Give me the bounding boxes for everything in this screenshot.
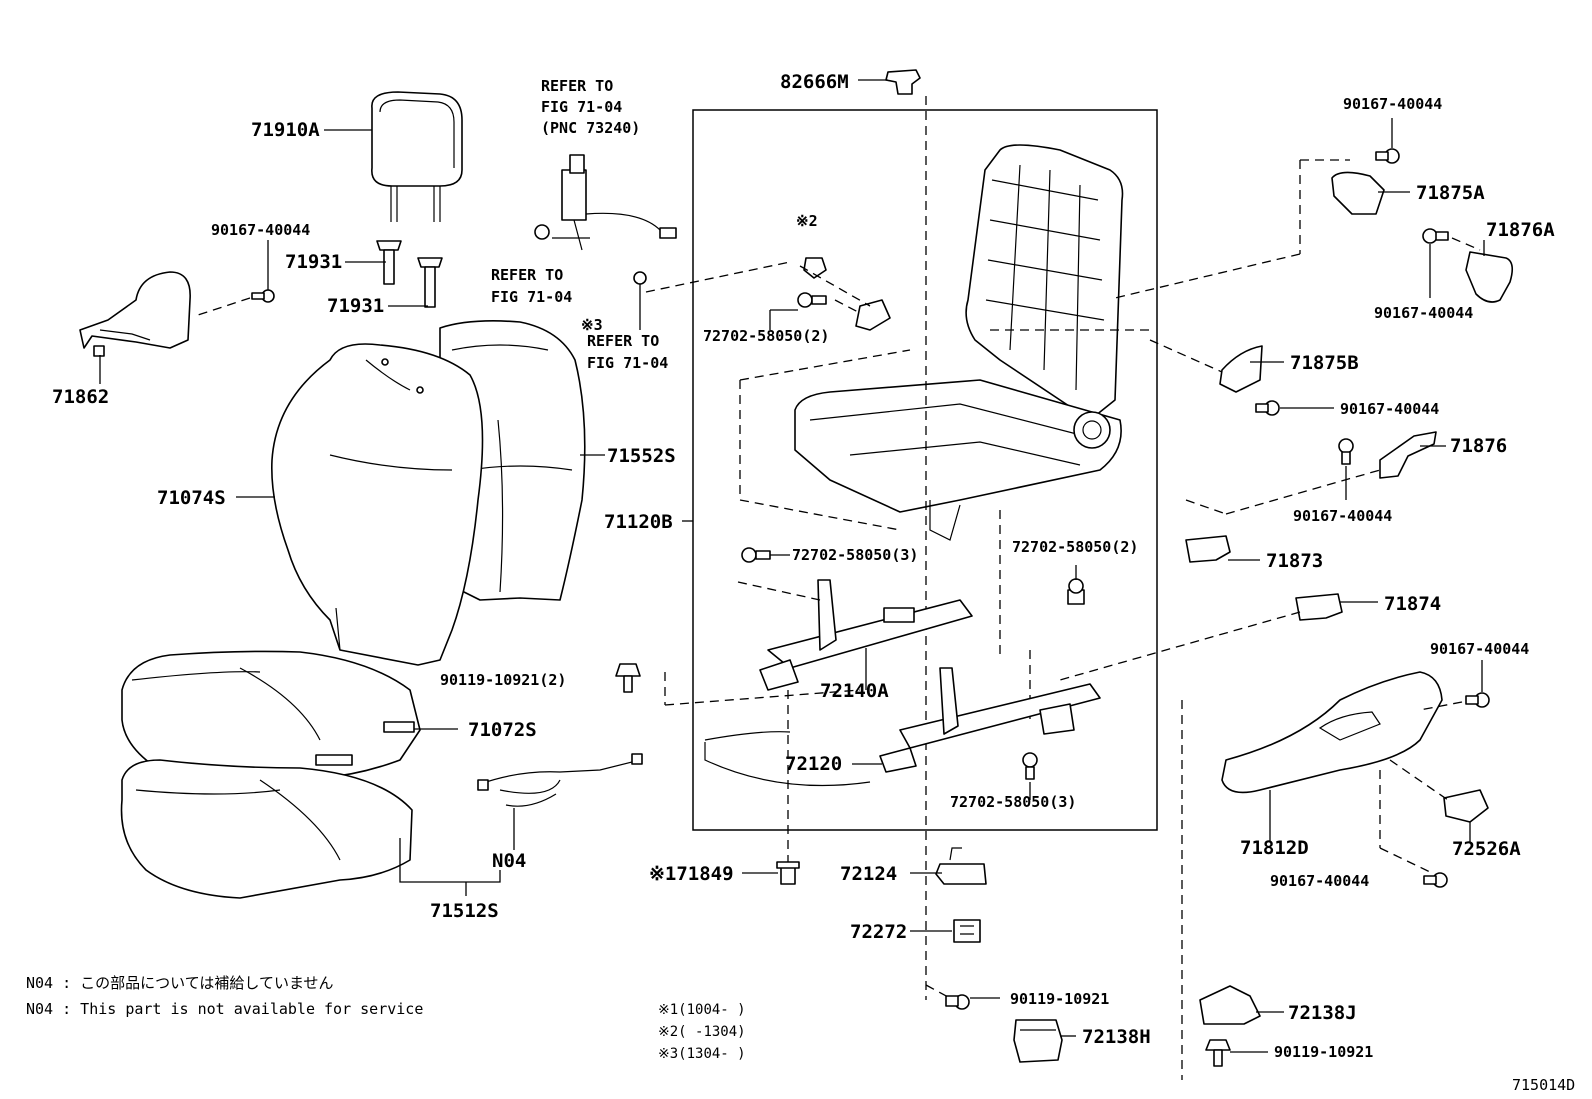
label-72702-d: 72702-58050(3)	[950, 793, 1076, 811]
label-N04: N04	[492, 850, 526, 872]
bracket-small	[855, 299, 891, 331]
label-90167-g: 90167-40044	[1270, 872, 1369, 890]
label-72702-b: 72702-58050(3)	[792, 546, 918, 564]
label-90167-d: 90167-40044	[1340, 400, 1439, 418]
label-refer3-line2: FIG 71-04	[587, 354, 668, 372]
bolt-72702-b	[741, 547, 771, 563]
screw-90167-a	[251, 289, 275, 303]
label-90167-c: 90167-40044	[1374, 304, 1473, 322]
bolt-90119-b	[945, 994, 970, 1010]
screw-90167-g	[1423, 872, 1448, 888]
label-71812D: 71812D	[1240, 837, 1309, 859]
screw-90167-d	[1255, 400, 1280, 416]
bracket-71875B	[1219, 345, 1263, 393]
cover-72138H	[1013, 1019, 1063, 1063]
bracket-71876	[1379, 431, 1437, 479]
label-90167-b: 90167-40044	[1343, 95, 1442, 113]
label-72138J: 72138J	[1288, 1002, 1357, 1024]
knob-72526A	[1443, 789, 1489, 823]
label-71876: 71876	[1450, 435, 1507, 457]
label-refer2-line1: REFER TO	[491, 266, 563, 284]
note-n04-en: N04 : This part is not available for ser…	[26, 1000, 423, 1018]
label-71876A: 71876A	[1486, 219, 1555, 241]
seat-adjuster-72140A	[759, 579, 973, 691]
screw-90167-f	[1465, 692, 1490, 708]
label-71072S: 71072S	[468, 719, 537, 741]
label-72526A: 72526A	[1452, 838, 1521, 860]
cover-72138J	[1199, 985, 1261, 1025]
label-71849: ※171849	[649, 863, 734, 885]
label-71931-b: 71931	[327, 295, 384, 317]
seat-adjuster-72120	[879, 667, 1101, 773]
label-72140A: 72140A	[820, 680, 889, 702]
label-82666M: 82666M	[780, 71, 849, 93]
label-90119-c: 90119-10921	[1274, 1043, 1373, 1061]
seatback-pad-71074S	[271, 343, 484, 666]
headrest-support-71931	[376, 240, 443, 308]
clip-72272	[953, 919, 981, 943]
label-71875A: 71875A	[1416, 182, 1485, 204]
label-72702-a: 72702-58050(2)	[703, 327, 829, 345]
label-72124: 72124	[840, 863, 897, 885]
clip-72124	[935, 847, 987, 885]
label-71552S: 71552S	[607, 445, 676, 467]
label-71931-a: 71931	[285, 251, 342, 273]
label-71862: 71862	[52, 386, 109, 408]
label-72120: 72120	[785, 753, 842, 775]
label-90119-a: 90119-10921(2)	[440, 671, 566, 689]
note-range2: ※2( -1304)	[658, 1024, 746, 1040]
bolt-72702-a	[797, 292, 827, 308]
label-refer1-line1: REFER TO	[541, 77, 613, 95]
screw-90167-b	[1375, 148, 1400, 164]
label-71120B: 71120B	[604, 511, 673, 533]
label-71512S: 71512S	[430, 900, 499, 922]
bracket-71874	[1295, 593, 1343, 621]
seat-frame-71120B	[794, 144, 1124, 541]
label-71910A: 71910A	[251, 119, 320, 141]
seat-cushion-pad-71512S	[120, 759, 413, 899]
cover-71875A	[1331, 171, 1385, 215]
seatbelt-buckle	[561, 154, 677, 251]
bracket-71873	[1185, 535, 1231, 563]
label-71875B: 71875B	[1290, 352, 1359, 374]
seat-cushion-cover-71072S	[121, 650, 421, 789]
bolt-72702-d	[1022, 752, 1038, 780]
pin-71849	[776, 861, 800, 885]
label-71873: 71873	[1266, 550, 1323, 572]
figure-id: 715014D	[1512, 1076, 1575, 1094]
label-refer3-line1: REFER TO	[587, 332, 659, 350]
label-72138H: 72138H	[1082, 1026, 1151, 1048]
label-90167-a: 90167-40044	[211, 221, 310, 239]
label-refer2-line2: FIG 71-04	[491, 288, 572, 306]
label-71874: 71874	[1384, 593, 1441, 615]
bolt-90119-c	[1205, 1039, 1231, 1067]
label-refer1-line3: (PNC 73240)	[541, 119, 640, 137]
label-72272: 72272	[850, 921, 907, 943]
label-71074S: 71074S	[157, 487, 226, 509]
label-mark3: ※3	[581, 316, 603, 334]
side-cover-71862	[79, 271, 191, 357]
frame-wire	[704, 731, 871, 787]
screw-90167-e	[1338, 438, 1354, 465]
note-n04-jp: N04 : この部品については補給していません	[26, 974, 334, 992]
label-90119-b: 90119-10921	[1010, 990, 1109, 1008]
cover-71876A	[1465, 251, 1514, 303]
label-72702-c: 72702-58050(2)	[1012, 538, 1138, 556]
note-range1: ※1(1004- )	[658, 1002, 746, 1018]
headrest	[371, 91, 463, 222]
label-refer1-line2: FIG 71-04	[541, 98, 622, 116]
label-90167-f: 90167-40044	[1430, 640, 1529, 658]
frame-assembly-box	[692, 109, 1158, 831]
side-shield-71812D	[1221, 671, 1443, 794]
bolt-90119-a	[615, 663, 641, 693]
label-mark2: ※2	[796, 212, 818, 230]
wire-harness-N04	[477, 753, 643, 807]
note-range3: ※3(1304- )	[658, 1046, 746, 1062]
bolt-72702-c	[1067, 578, 1085, 605]
label-90167-e: 90167-40044	[1293, 507, 1392, 525]
clip-82666M	[885, 69, 921, 95]
screw-90167-c	[1422, 228, 1449, 244]
